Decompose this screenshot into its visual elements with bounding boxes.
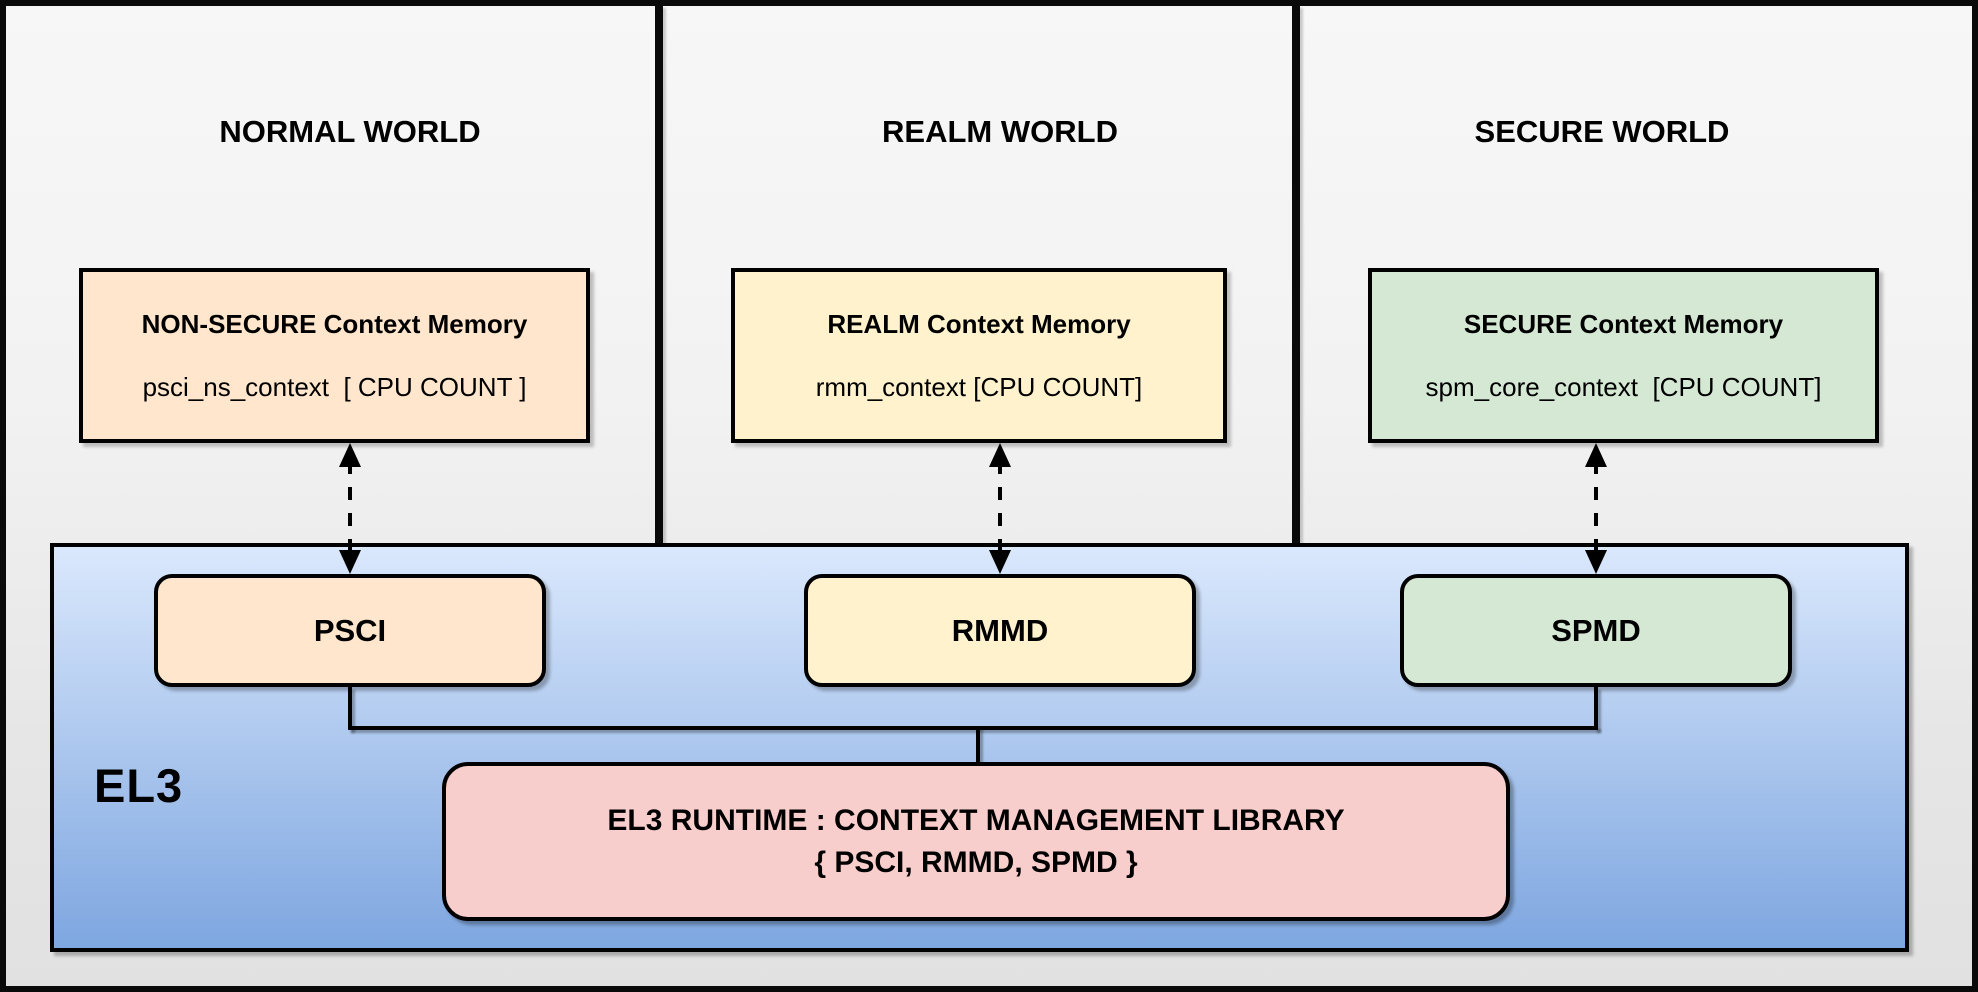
panel-divider-normal-realm: [655, 6, 663, 547]
secure-world-title: SECURE WORLD: [1474, 114, 1730, 149]
arrowhead-up-icon: [339, 443, 361, 467]
arrowhead-up-icon: [1585, 443, 1607, 467]
normal-world-title: NORMAL WORLD: [219, 114, 481, 149]
runtime-library-line1: EL3 RUNTIME : CONTEXT MANAGEMENT LIBRARY: [607, 803, 1345, 837]
spmd-module-box: SPMD: [1400, 574, 1792, 687]
realm-context-sync-arrow: [987, 443, 1013, 574]
realm-context-memory-box: REALM Context Memory rmm_context [CPU CO…: [731, 268, 1227, 443]
secure-context-memory-code: spm_core_context [CPU COUNT]: [1425, 371, 1822, 402]
dashed-line: [348, 461, 352, 556]
secure-context-memory-title: SECURE Context Memory: [1463, 308, 1784, 339]
realm-context-memory-code: rmm_context [CPU COUNT]: [815, 371, 1143, 402]
arrowhead-down-icon: [989, 550, 1011, 574]
arrowhead-up-icon: [989, 443, 1011, 467]
psci-module-box: PSCI: [154, 574, 546, 687]
panel-divider-realm-secure: [1292, 6, 1300, 547]
secure-context-memory-box: SECURE Context Memory spm_core_context […: [1368, 268, 1879, 443]
runtime-library-box: EL3 RUNTIME : CONTEXT MANAGEMENT LIBRARY…: [442, 762, 1510, 921]
realm-context-memory-title: REALM Context Memory: [827, 308, 1131, 339]
normal-context-sync-arrow: [337, 443, 363, 574]
runtime-library-line2: { PSCI, RMMD, SPMD }: [814, 845, 1138, 879]
arrowhead-down-icon: [339, 550, 361, 574]
dashed-line: [998, 461, 1002, 556]
connector-spmd-drop: [1594, 687, 1598, 730]
non-secure-context-memory-title: NON-SECURE Context Memory: [141, 308, 528, 339]
arrowhead-down-icon: [1585, 550, 1607, 574]
realm-world-title: REALM WORLD: [882, 114, 1118, 149]
secure-context-sync-arrow: [1583, 443, 1609, 574]
connector-horizontal-bus: [348, 726, 1598, 730]
non-secure-context-memory-code: psci_ns_context [ CPU COUNT ]: [142, 371, 527, 402]
el3-region-label: EL3: [94, 759, 184, 812]
connector-psci-drop: [348, 687, 352, 730]
non-secure-context-memory-box: NON-SECURE Context Memory psci_ns_contex…: [79, 268, 590, 443]
dashed-line: [1594, 461, 1598, 556]
connector-runtime-drop: [976, 726, 980, 765]
rmmd-module-box: RMMD: [804, 574, 1196, 687]
